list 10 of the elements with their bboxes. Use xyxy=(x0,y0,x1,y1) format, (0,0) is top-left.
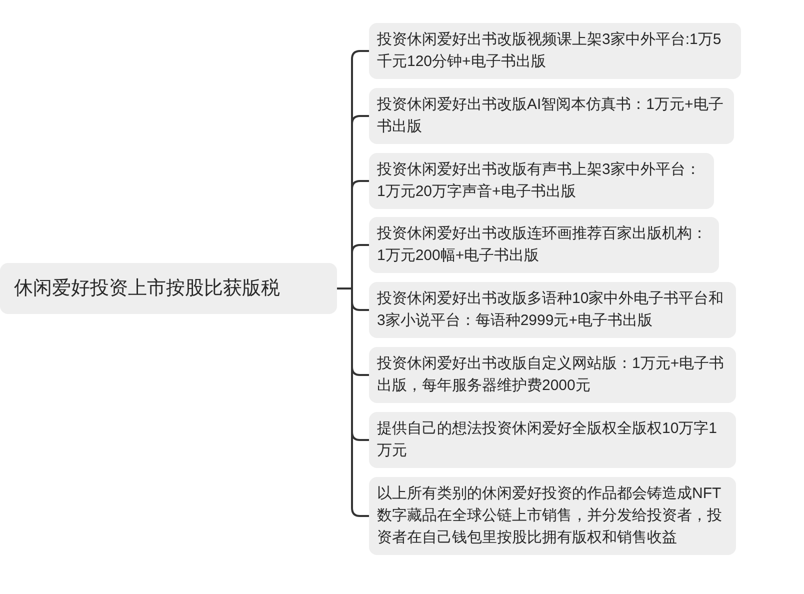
subtopic-box: 以上所有类别的休闲爱好投资的作品都会铸造成NFT数字藏品在全球公链上市销售，并分发给投资者，投资者在自己钱包里按股比拥有版权和销售收益 xyxy=(369,477,736,555)
subtopic-box: 投资休闲爱好出书改版视频课上架3家中外平台:1万5千元120分钟+电子书出版 xyxy=(369,23,741,79)
subtopic-box: 提供自己的想法投资休闲爱好全版权全版权10万字1万元 xyxy=(369,412,736,468)
subtopic-box: 投资休闲爱好出书改版AI智阅本仿真书：1万元+电子书出版 xyxy=(369,88,734,144)
subtopic-box: 投资休闲爱好出书改版自定义网站版：1万元+电子书出版，每年服务器维护费2000元 xyxy=(369,347,736,403)
topic-box: 休闲爱好投资上市按股比获版税 xyxy=(0,263,337,314)
subtopic-box: 投资休闲爱好出书改版连环画推荐百家出版机构：1万元200幅+电子书出版 xyxy=(369,217,719,273)
subtopic-box: 投资休闲爱好出书改版多语种10家中外电子书平台和3家小说平台：每语种2999元+电子书出版 xyxy=(369,282,736,338)
connector-line xyxy=(337,288,369,517)
subtopic-box: 投资休闲爱好出书改版有声书上架3家中外平台：1万元20万字声音+电子书出版 xyxy=(369,153,714,209)
